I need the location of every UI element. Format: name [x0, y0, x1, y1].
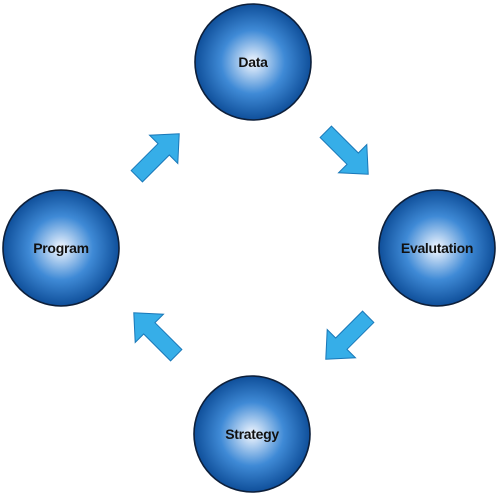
arrow-evaluation-to-strategy — [325, 310, 375, 360]
node-label-program: Program — [33, 240, 88, 256]
node-program: Program — [2, 189, 120, 307]
arrow-strategy-to-program — [133, 312, 183, 362]
node-circle — [194, 3, 312, 121]
node-label-evaluation: Evalutation — [401, 240, 473, 256]
arrow-left-down-icon — [325, 310, 375, 360]
node-strategy: Strategy — [193, 375, 311, 493]
node-data: Data — [194, 3, 312, 121]
arrow-left-up-icon — [133, 312, 183, 362]
node-label-strategy: Strategy — [225, 426, 279, 442]
node-label-data: Data — [238, 54, 268, 70]
node-circle — [378, 189, 496, 307]
arrow-right-up-icon — [130, 133, 180, 183]
node-circle — [193, 375, 311, 493]
node-evaluation: Evalutation — [378, 189, 496, 307]
node-circle — [2, 189, 120, 307]
arrow-program-to-data — [130, 133, 180, 183]
arrow-data-to-evaluation — [319, 125, 369, 175]
arrow-right-down-icon — [319, 125, 369, 175]
